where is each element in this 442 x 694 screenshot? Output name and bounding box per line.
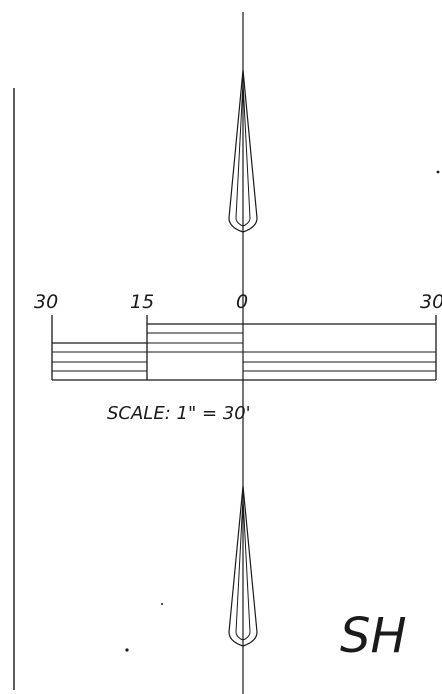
scale-caption: SCALE: 1" = 30': [107, 403, 251, 424]
scale-tick-label-0: 0: [236, 291, 248, 313]
sheet-text: SH: [340, 608, 407, 664]
north-arrow-bottom-icon: [228, 485, 258, 647]
speck: [125, 648, 129, 652]
scale-tick-label-30-left: 30: [34, 291, 58, 313]
scale-tick-label-15: 15: [130, 291, 154, 313]
scale-tick-label-30-right: 30: [420, 291, 442, 313]
north-arrow-top-icon: [228, 69, 258, 233]
speck: [436, 170, 440, 174]
speck: [161, 603, 163, 605]
scale-bar: 30 15 0 30 SCALE: 1" = 30': [34, 291, 442, 424]
